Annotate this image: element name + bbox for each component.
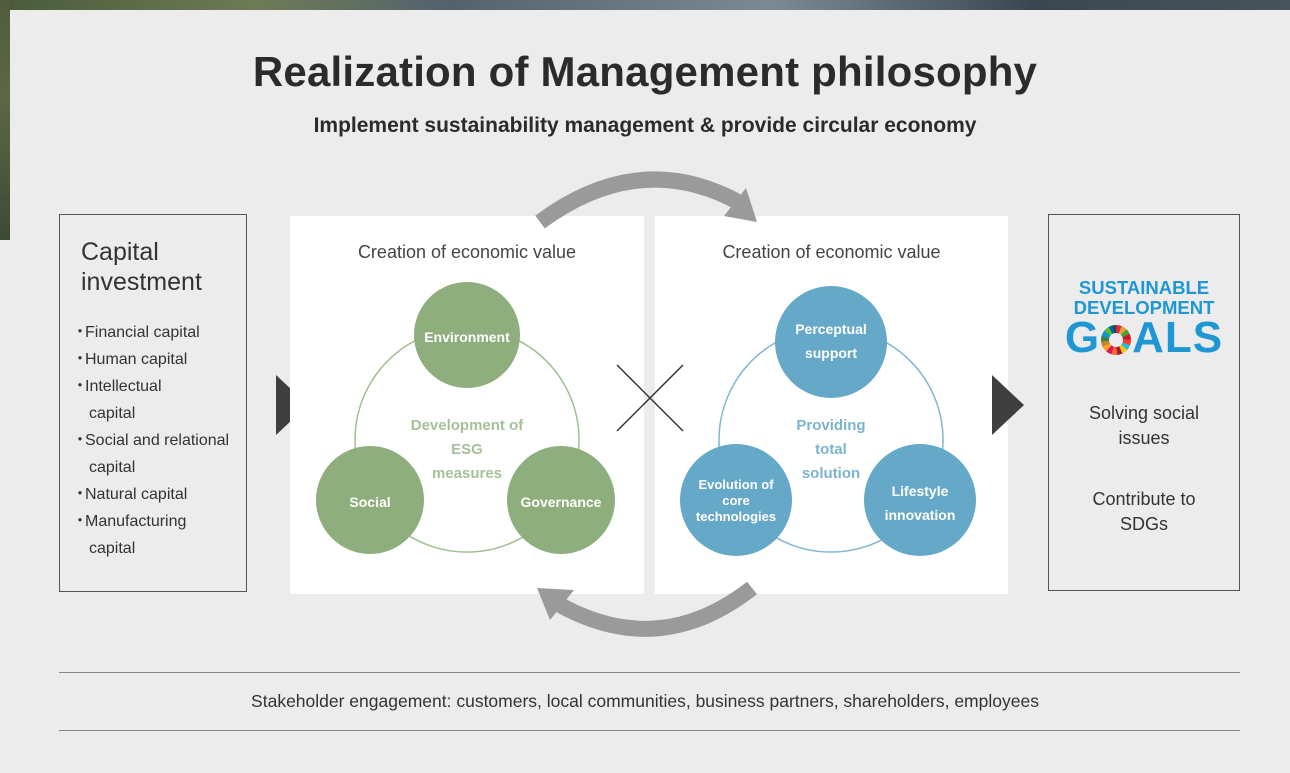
sdg-logo-goals: G ALS — [1049, 313, 1239, 363]
core-technologies-node — [680, 444, 792, 556]
capital-item-manufacturing: Manufacturing capital — [76, 508, 219, 562]
divider-top — [59, 672, 1240, 673]
stakeholder-engagement: Stakeholder engagement: customers, local… — [251, 691, 1039, 711]
solution-center-line1: Providing — [796, 417, 865, 434]
environment-node — [414, 282, 520, 388]
esg-card-heading: Creation of economic value — [357, 242, 577, 262]
perceptual-label-line1: Perceptual — [795, 321, 867, 337]
core-tech-label-line2: core — [722, 493, 749, 508]
sdg-logo-g: G — [1064, 313, 1101, 362]
divider-bottom — [59, 730, 1240, 731]
sdg-result-contribute: Contribute to SDGs — [1092, 489, 1196, 534]
background-photo-left — [0, 0, 10, 240]
background-photo-top — [0, 0, 1290, 10]
capital-list: Financial capital Human capital Intellec… — [76, 319, 244, 562]
capital-item-intellectual: Intellectual capital — [76, 373, 199, 427]
esg-center-line1: Development of — [411, 417, 525, 434]
solution-center-line2: total — [815, 441, 847, 458]
page-title: Realization of Management philosophy — [252, 48, 1038, 95]
capital-heading-line2: investment — [81, 268, 202, 296]
cycle-arrow-top-head — [724, 188, 757, 222]
capital-item-financial: Financial capital — [76, 319, 244, 346]
flow-arrow-right — [992, 375, 1024, 435]
governance-node — [507, 446, 615, 554]
social-node — [316, 446, 424, 554]
sdg-logo-line2: DEVELOPMENT — [1073, 297, 1215, 318]
capital-item-social-relational: Social and relational capital — [76, 427, 244, 481]
solution-center-line3: solution — [802, 465, 860, 482]
capital-investment-box: Capital investment Financial capital Hum… — [59, 214, 247, 592]
lifestyle-label-line2: innovation — [885, 507, 956, 523]
governance-label: Governance — [521, 494, 602, 510]
capital-heading: Capital investment — [81, 237, 241, 297]
cycle-arrow-top — [535, 171, 744, 229]
core-tech-label-line1: Evolution of — [698, 477, 774, 492]
capital-heading-line1: Capital — [81, 238, 159, 266]
sdg-logo-als: ALS — [1132, 313, 1224, 362]
social-label: Social — [349, 494, 390, 510]
capital-item-human: Human capital — [76, 346, 244, 373]
perceptual-support-node — [775, 286, 887, 398]
esg-center-line3: measures — [432, 465, 502, 482]
multiply-icon-stroke — [616, 364, 684, 432]
core-tech-label-line3: technologies — [696, 509, 776, 524]
esg-center-line2: ESG — [451, 441, 483, 458]
environment-label: Environment — [424, 329, 510, 345]
sdg-wheel-icon — [1101, 325, 1132, 355]
sdg-box: SUSTAINABLE DEVELOPMENT G ALS Solving soc… — [1048, 214, 1240, 591]
sdg-logo-line1: SUSTAINABLE — [1078, 277, 1210, 298]
lifestyle-innovation-node — [864, 444, 976, 556]
perceptual-label-line2: support — [805, 345, 857, 361]
capital-item-natural: Natural capital — [76, 481, 244, 508]
cycle-arrow-bottom-head — [537, 588, 574, 620]
solution-card-heading: Creation of economic value — [722, 242, 941, 262]
lifestyle-label-line1: Lifestyle — [892, 483, 949, 499]
page-subtitle: Implement sustainability management & pr… — [313, 114, 977, 137]
sdg-result-social-issues: Solving social issues — [1088, 403, 1200, 448]
cycle-arrow-bottom — [556, 581, 757, 637]
